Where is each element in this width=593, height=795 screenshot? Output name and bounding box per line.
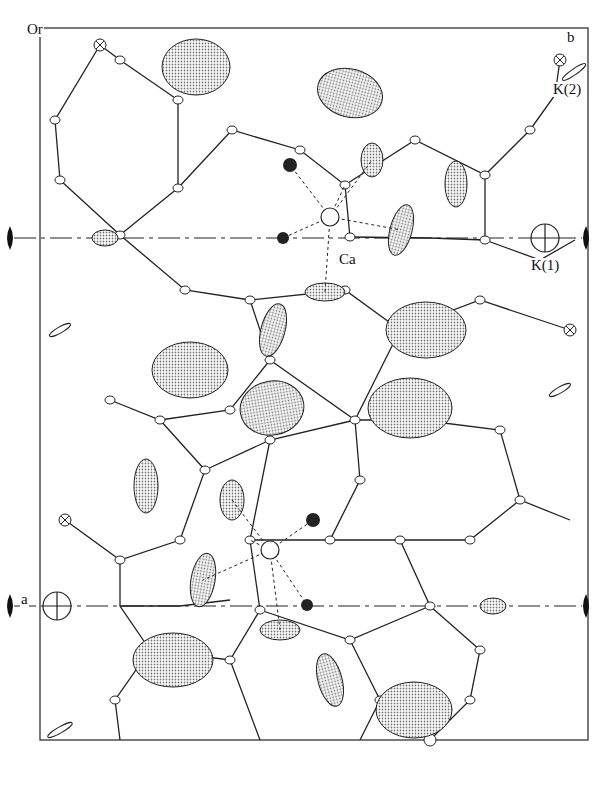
potassium-atom bbox=[43, 224, 559, 620]
atom-label: K(2) bbox=[552, 82, 582, 97]
twofold-symbol bbox=[7, 226, 589, 618]
coordination-line bbox=[203, 160, 401, 630]
water-ellipsoid bbox=[92, 39, 506, 738]
calcium-atom bbox=[261, 208, 339, 559]
origin-label: Or bbox=[26, 22, 44, 37]
atom-label: Ca bbox=[338, 252, 357, 267]
axis-label: a bbox=[20, 592, 29, 607]
framework-bonds bbox=[55, 45, 575, 740]
needle-ellipsoid bbox=[46, 62, 587, 740]
crossed-atom bbox=[59, 39, 576, 746]
unit-cell bbox=[40, 28, 588, 740]
framework-atom bbox=[50, 56, 535, 704]
oxygen-atom bbox=[277, 158, 320, 611]
atom-label: K(1) bbox=[530, 258, 560, 273]
axis-label: b bbox=[566, 30, 576, 45]
twofold-axis bbox=[14, 238, 582, 606]
